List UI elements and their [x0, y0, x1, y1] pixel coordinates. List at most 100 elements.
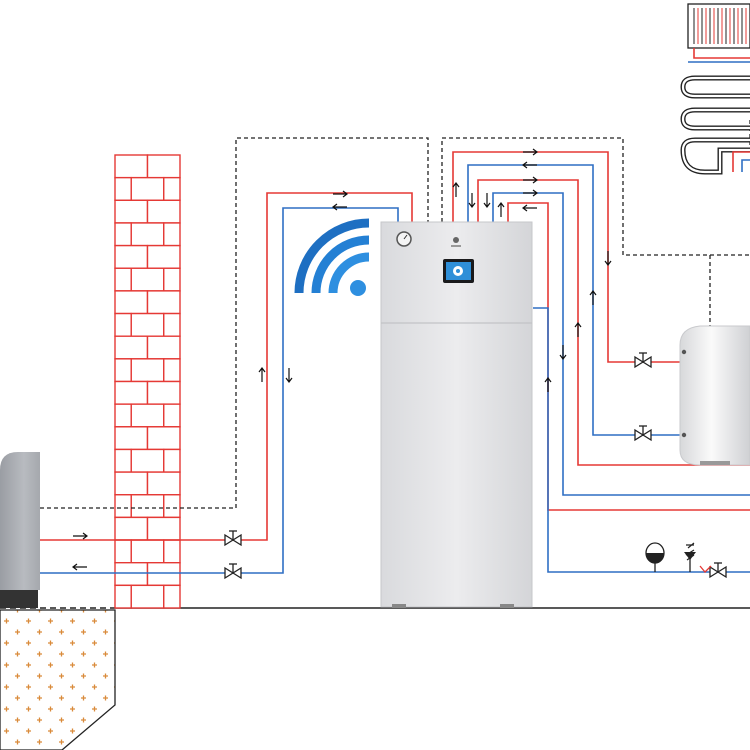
brick	[163, 494, 181, 519]
flow-arrow-icon	[522, 204, 537, 212]
indoor-unit-body	[380, 221, 533, 608]
outdoor-unit-body	[0, 452, 40, 590]
valve-icon	[224, 563, 242, 580]
brick	[163, 176, 181, 201]
brick	[146, 199, 181, 224]
valve-icon	[634, 425, 652, 442]
brick	[146, 244, 181, 269]
safety-valve-icon	[684, 542, 712, 573]
outdoor-heat-pump-icon	[0, 452, 40, 608]
brick	[163, 539, 181, 564]
pipe-cold-return	[533, 307, 750, 573]
flow-arrow-icon	[522, 161, 537, 169]
flow-arrow-icon	[452, 182, 460, 197]
pressure-gauge-icon	[396, 231, 412, 247]
brick	[130, 358, 165, 383]
brick	[114, 176, 132, 201]
pipes-indoor	[452, 151, 750, 573]
brick	[130, 176, 165, 201]
brick	[146, 516, 181, 541]
control-line-outdoor	[40, 137, 429, 509]
ground-soil-icon	[0, 609, 116, 750]
flow-arrow-icon	[604, 251, 612, 266]
flow-arrow-icon	[523, 176, 538, 184]
brick	[114, 539, 132, 564]
brick	[146, 426, 181, 451]
outdoor-unit-base	[0, 590, 38, 608]
floor-pipe-hot	[732, 151, 750, 172]
radiator-icon	[687, 3, 750, 63]
brick	[114, 403, 132, 428]
brick	[114, 516, 149, 541]
brick	[114, 222, 132, 247]
brick	[130, 312, 165, 337]
flow-arrow-icon	[333, 190, 348, 198]
floor-pipe-cold	[741, 159, 750, 172]
brick	[130, 267, 165, 292]
brick	[146, 154, 181, 179]
flow-arrow-icon	[332, 203, 347, 211]
valve-icon	[224, 530, 242, 547]
flow-arrow-icon	[574, 322, 582, 337]
brick	[130, 448, 165, 473]
brick	[163, 584, 181, 609]
pipe-hot-heating-1	[477, 179, 750, 466]
floor-heating-loop-icon	[680, 75, 750, 175]
hot-water-tank-icon	[679, 325, 750, 466]
pipe-cold-tank	[467, 164, 680, 436]
brick	[114, 312, 132, 337]
brick	[146, 380, 181, 405]
brick	[130, 539, 165, 564]
brick	[114, 380, 149, 405]
brick	[114, 199, 149, 224]
valves	[224, 352, 727, 580]
brick	[130, 222, 165, 247]
valve-icon	[634, 352, 652, 369]
brick	[114, 244, 149, 269]
brick	[146, 290, 181, 315]
brick	[146, 471, 181, 496]
flow-arrow-icon	[468, 193, 476, 208]
thermostat-display-icon	[443, 259, 474, 283]
brick	[114, 471, 149, 496]
flow-arrow-icon	[73, 532, 88, 540]
flow-arrow-icon	[523, 148, 538, 156]
flow-arrows	[72, 148, 612, 571]
radiator-pipe-hot	[693, 48, 750, 59]
brick	[114, 335, 149, 360]
control-lines	[40, 120, 750, 509]
brick	[130, 494, 165, 519]
flow-arrow-icon	[544, 377, 552, 392]
pipe-cold-heating-1	[492, 192, 750, 496]
flow-arrow-icon	[258, 367, 266, 382]
brick	[163, 267, 181, 292]
brick	[163, 222, 181, 247]
pipes-outdoor	[40, 192, 413, 574]
brick	[163, 448, 181, 473]
brick	[146, 335, 181, 360]
flow-arrow-icon	[483, 193, 491, 208]
brick	[114, 267, 132, 292]
brick	[114, 358, 132, 383]
brick	[163, 358, 181, 383]
brick-wall-icon	[114, 154, 181, 609]
indoor-unit	[380, 221, 533, 608]
wifi-icon	[294, 218, 370, 296]
brick	[114, 562, 149, 587]
flow-arrow-icon	[523, 189, 538, 197]
brick	[130, 584, 165, 609]
flow-arrow-icon	[589, 290, 597, 305]
brick	[114, 290, 149, 315]
brick	[114, 494, 132, 519]
pipe-cold-outdoor	[40, 207, 399, 574]
brick	[163, 403, 181, 428]
brick	[163, 312, 181, 337]
ground	[0, 607, 750, 750]
valve-icon	[709, 562, 727, 579]
flow-arrow-icon	[285, 368, 293, 383]
pipe-hot-heating-2	[507, 202, 750, 511]
brick	[114, 154, 149, 179]
brick	[114, 448, 132, 473]
